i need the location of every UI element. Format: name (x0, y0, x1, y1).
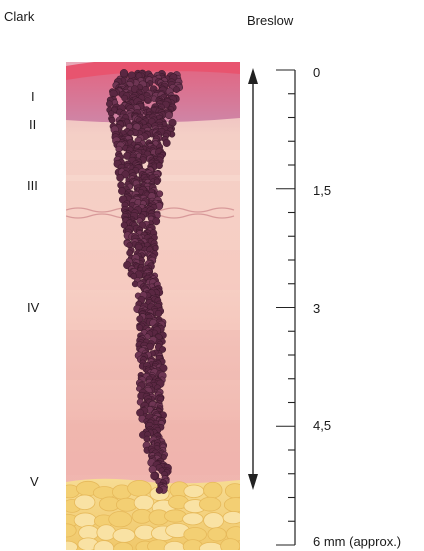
melanoma-cell (108, 116, 116, 124)
melanoma-cell (116, 173, 124, 182)
clark-level-v: V (30, 474, 39, 489)
melanoma-cell (153, 178, 161, 186)
melanoma-cell (143, 435, 151, 443)
fat-lobule (222, 511, 240, 525)
depth-arrow (248, 68, 258, 490)
fat-lobule (73, 512, 97, 528)
melanoma-cell (165, 111, 173, 120)
fat-lobule (207, 527, 227, 542)
fat-lobules (66, 479, 240, 550)
clark-level-iv: IV (27, 300, 40, 315)
melanoma-cell (121, 94, 128, 102)
clark-level-i: I (31, 89, 35, 104)
fat-lobule (74, 494, 96, 511)
fat-lobule (198, 496, 222, 512)
melanoma-cell (136, 324, 144, 332)
fat-lobule (108, 511, 133, 528)
melanoma-cell (150, 471, 159, 480)
breslow-label-6mm: 6 mm (approx.) (313, 534, 402, 549)
fat-lobule (183, 527, 207, 542)
melanoma-cell (119, 69, 129, 78)
melanoma-cell (136, 315, 144, 323)
melanoma-cell (154, 309, 163, 318)
fat-lobule (203, 512, 225, 529)
melanoma-cell (120, 221, 128, 229)
melanoma-tumor (106, 69, 184, 494)
melanoma-cell (118, 187, 126, 195)
fat-lobule (96, 524, 116, 541)
clark-level-iii: III (27, 178, 38, 193)
clark-header: Clark (4, 9, 35, 24)
fat-lobule (66, 540, 78, 550)
clark-level-ii: II (29, 117, 37, 132)
breslow-label-3: 3 (313, 301, 321, 316)
breslow-header: Breslow (247, 13, 294, 28)
melanoma-cell (144, 96, 151, 104)
melanoma-cell (155, 486, 163, 494)
melanoma-cell (106, 100, 113, 108)
melanoma-cell (162, 139, 171, 147)
melanoma-cell (173, 86, 180, 93)
stratum-corneum (66, 62, 240, 80)
fat-lobule (220, 538, 240, 550)
breslow-scale (276, 69, 296, 546)
breslow-label-0: 0 (313, 65, 321, 80)
fat-lobule (127, 479, 152, 497)
fat-lobule (203, 481, 223, 499)
fat-lobule (199, 541, 223, 550)
fat-lobule (182, 512, 204, 526)
fat-lobule (223, 497, 240, 513)
melanoma-cell (155, 162, 163, 170)
melanoma-cell (130, 272, 137, 280)
fat-lobule (113, 541, 134, 550)
breslow-label-1-5: 1,5 (313, 183, 332, 198)
fat-lobule (183, 484, 205, 498)
fat-lobule (115, 497, 138, 512)
fat-lobule (112, 528, 136, 543)
fat-lobule (66, 523, 77, 538)
breslow-label-4-5: 4,5 (313, 418, 332, 433)
fat-lobule (133, 494, 155, 511)
fat-lobule (224, 483, 240, 499)
